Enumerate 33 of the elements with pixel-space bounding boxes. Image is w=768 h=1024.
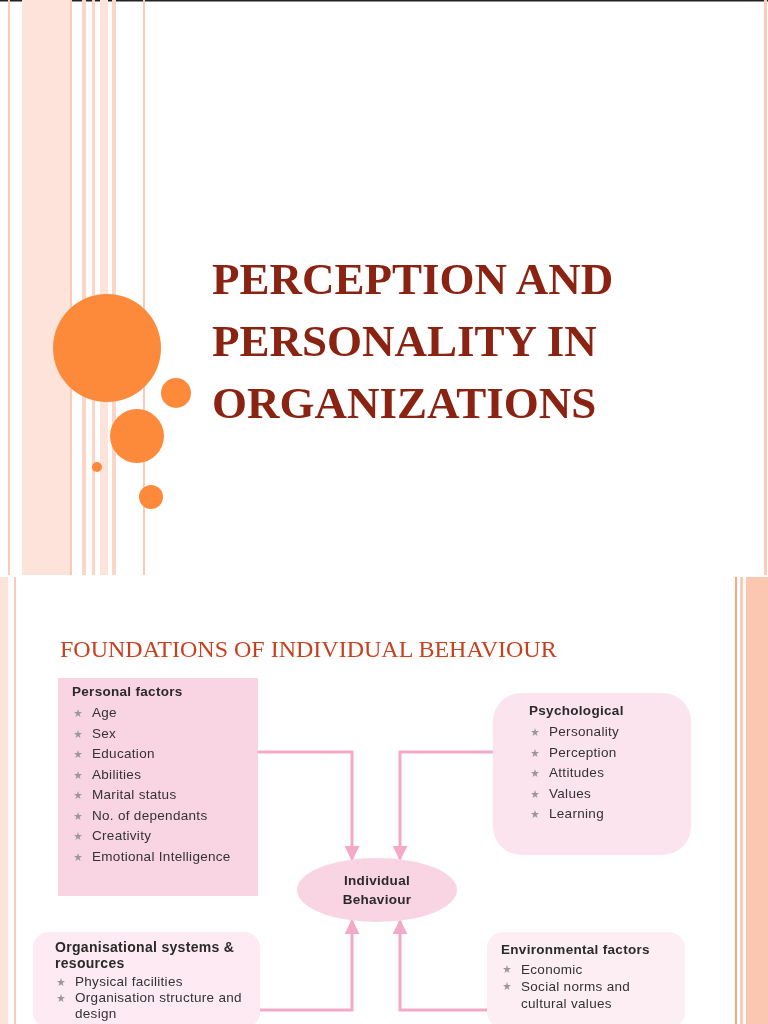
factor-box: [487, 932, 685, 1024]
node-label: Individual Behaviour: [342, 872, 412, 909]
box-heading: Organisational systems & resources: [55, 939, 236, 971]
ellipse-node: [297, 858, 457, 922]
list-item: Economic: [521, 961, 583, 978]
list-item: Perception: [549, 743, 617, 762]
factor-box: [58, 678, 258, 896]
list-item: Emotional Intelligence: [92, 847, 231, 866]
list-item: Values: [549, 784, 592, 803]
list-item: Personality: [549, 723, 620, 741]
factor-box: [493, 693, 691, 855]
box-heading: Personal factors: [72, 684, 184, 700]
arrow: [260, 918, 360, 1012]
list-item: Physical facilities: [75, 974, 183, 990]
slide-heading: FOUNDATIONS OF INDIVIDUAL BEHAVIOUR: [60, 636, 557, 663]
list-item: Sex: [92, 724, 117, 743]
list-item: Marital status: [92, 786, 177, 804]
list-item: Education: [92, 745, 155, 763]
slide-title: PERCEPTION AND PERSONALITY IN ORGANIZATIONS: [212, 253, 615, 430]
factor-box: [33, 932, 260, 1024]
list-item: Social norms and cultural values: [521, 978, 632, 1012]
arrow: [258, 750, 360, 862]
list-item: No. of dependants: [92, 806, 208, 825]
list-item: Age: [92, 704, 117, 722]
list-item: Organisation structure and design: [75, 990, 243, 1022]
list-item: Learning: [549, 805, 604, 823]
arrow: [392, 919, 487, 1012]
box-heading: Psychological: [529, 703, 625, 719]
list-item: Abilities: [92, 765, 142, 784]
list-item: Attitudes: [549, 764, 605, 782]
list-item: Creativity: [92, 827, 152, 845]
box-heading: Environmental factors: [501, 942, 651, 958]
arrow: [392, 750, 493, 861]
